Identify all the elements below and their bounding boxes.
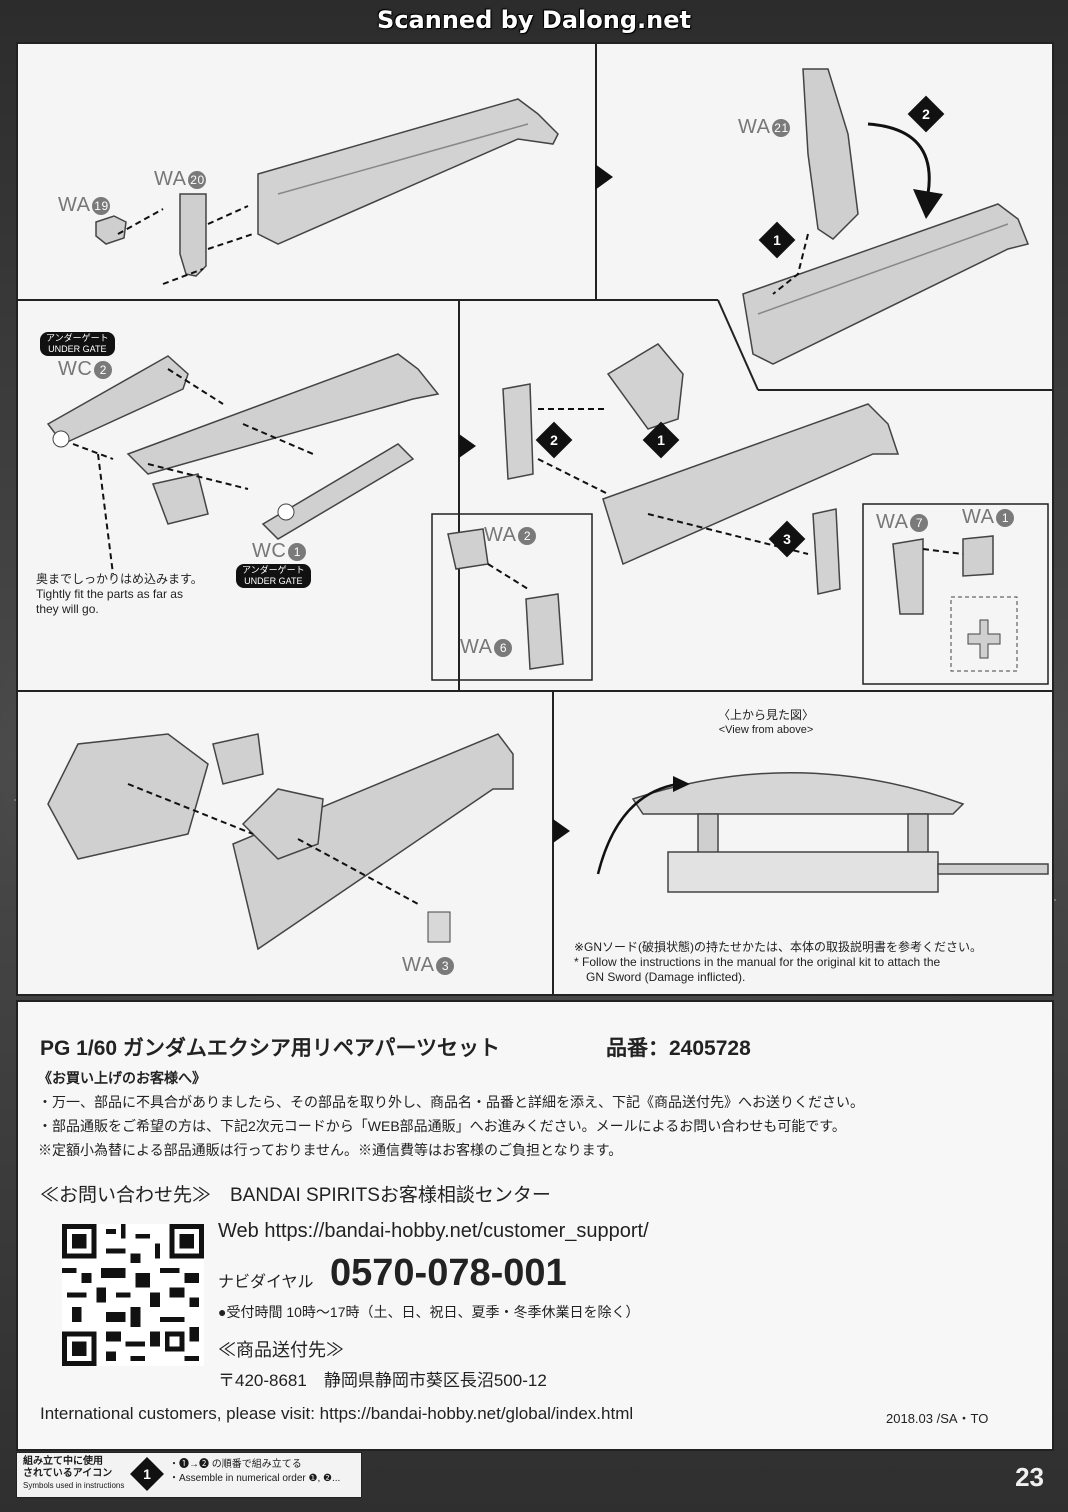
wa19-part <box>95 215 127 245</box>
blade-assembly-panel4 <box>502 343 900 595</box>
customer-heading: 《お買い上げのお客様へ》 <box>38 1070 206 1086</box>
symbols-legend: 組み立て中に使用 されているアイコン Symbols used in instr… <box>16 1452 362 1498</box>
qr-code[interactable] <box>62 1224 204 1366</box>
scanner-watermark: Scanned by Dalong.net <box>377 6 691 34</box>
support-url[interactable]: Web https://bandai-hobby.net/customer_su… <box>218 1220 649 1242</box>
blade-assembly-panel3 <box>46 353 440 540</box>
next-step-arrow <box>459 434 476 458</box>
product-name: PG 1/60 ガンダムエクシア用リペアパーツセット <box>40 1037 501 1060</box>
sword-note-en-2: GN Sword (Damage inflicted). <box>586 970 746 984</box>
step-3-number: 3 <box>783 531 791 547</box>
navi-dial-number: 0570-078-001 <box>330 1252 567 1294</box>
legend-jp-1: 組み立て中に使用 <box>23 1456 103 1467</box>
blade-part-panel1 <box>257 98 559 245</box>
divider <box>18 690 1052 692</box>
step-2-number: 2 <box>922 106 930 122</box>
fit-note-en-1: Tightly fit the parts as far as <box>36 587 183 601</box>
step-1-number: 1 <box>657 432 665 448</box>
step-legend-number: 1 <box>143 1466 151 1482</box>
wa7-wa1-subpanel <box>862 503 1049 685</box>
fit-note: 奥までしっかりはめ込みます。 Tightly fit the parts as … <box>36 572 203 617</box>
divider <box>18 299 718 301</box>
legend-order-jp: ・❶→❷ の順番で組み立てる <box>169 1459 302 1470</box>
reception-hours: ●受付時間 10時〜17時（土、日、祝日、夏季・冬季休業日を除く） <box>218 1304 640 1320</box>
wa20-part <box>179 193 207 277</box>
sword-note-en-1: * Follow the instructions in the manual … <box>574 955 941 969</box>
step-1-number: 1 <box>773 232 781 248</box>
notice-line-2: ・部品通販をご希望の方は、下記2次元コードから「WEB部品通販」へお進みください… <box>38 1118 846 1134</box>
sword-note: ※GNソード(破損状態)の持たせかたは、本体の取扱説明書を参考ください。 * F… <box>574 940 982 985</box>
page-number: 23 <box>1015 1462 1044 1492</box>
notice-line-3: ※定額小為替による部品通販は行っておりません。※通信費等はお客様のご負担となりま… <box>38 1142 623 1158</box>
assembly-arrows-panel1 <box>117 205 254 285</box>
divider <box>458 301 460 690</box>
legend-order-en: ・Assemble in numerical order ❶, ❷... <box>169 1473 341 1484</box>
next-step-arrow <box>553 819 570 843</box>
customer-info-box: PG 1/60 ガンダムエクシア用リペアパーツセット 品番：2405728 《お… <box>16 1000 1054 1451</box>
wa2-wa6-subpanel <box>431 513 593 681</box>
legend-jp-2: されているアイコン <box>23 1468 113 1479</box>
fit-note-en-2: they will go. <box>36 602 99 616</box>
wa21-part <box>802 68 859 240</box>
next-step-arrow <box>595 164 613 190</box>
view-caption-en: <View from above> <box>718 724 814 736</box>
view-caption: 〈上から見た図〉 <View from above> <box>718 708 814 738</box>
view-caption-jp: 〈上から見た図〉 <box>718 708 815 722</box>
legend-en: Symbols used in instructions <box>23 1481 125 1490</box>
contact-heading: ≪お問い合わせ先≫ BANDAI SPIRITSお客様相談センター <box>40 1185 551 1206</box>
blade-part-panel2 <box>742 203 1030 365</box>
product-code: 品番：2405728 <box>606 1037 751 1060</box>
fit-note-jp: 奥までしっかりはめ込みます。 <box>36 572 203 586</box>
shipping-address: 〒420-8681 静岡県静岡市葵区長沼500-12 <box>218 1371 547 1390</box>
navi-dial-label: ナビダイヤル <box>218 1274 314 1291</box>
top-view-drawing <box>631 771 1049 893</box>
international-link[interactable]: International customers, please visit: h… <box>40 1404 634 1423</box>
assembly-drawings <box>46 68 1052 951</box>
step-2-number: 2 <box>550 432 558 448</box>
notice-line-1: ・万一、部品に不具合がありましたら、その部品を取り外し、商品名・品番と詳細を添え… <box>38 1094 864 1110</box>
shipping-heading: ≪商品送付先≫ <box>218 1340 344 1360</box>
sword-note-jp: ※GNソード(破損状態)の持たせかたは、本体の取扱説明書を参考ください。 <box>574 940 983 954</box>
print-date: 2018.03 /SA・TO <box>886 1411 989 1426</box>
